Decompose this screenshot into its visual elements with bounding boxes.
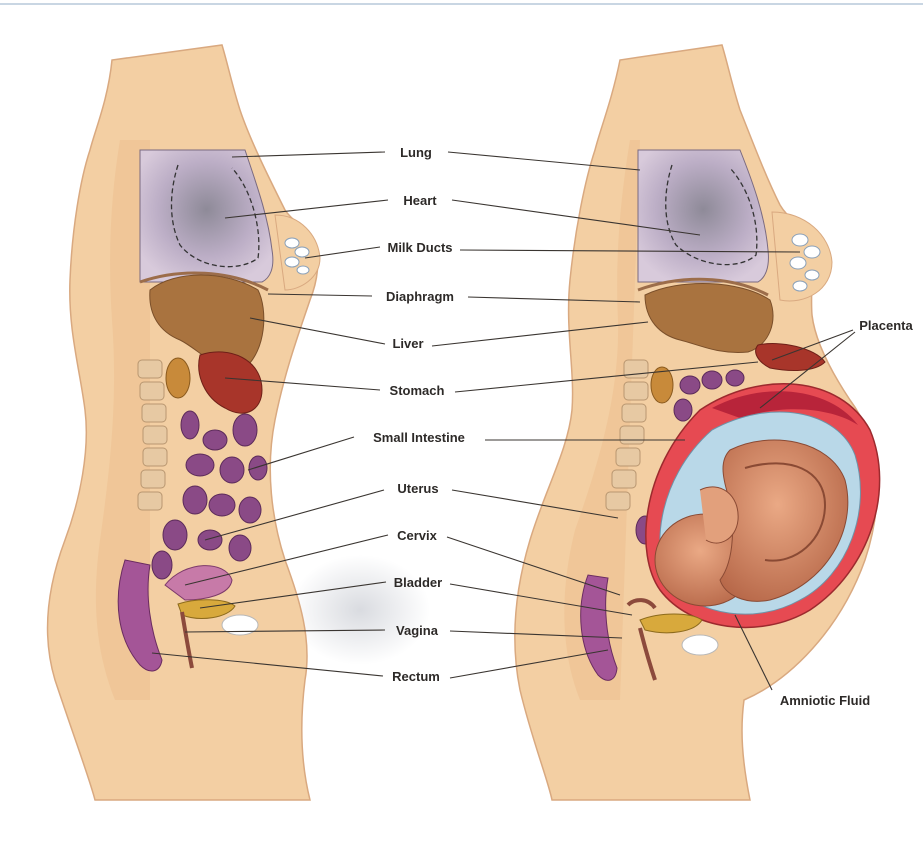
label-lung: Lung: [400, 145, 432, 160]
label-heart: Heart: [403, 193, 437, 208]
background-shadow: [290, 555, 430, 665]
label-diaphragm: Diaphragm: [386, 289, 454, 304]
label-amniotic-fluid: Amniotic Fluid: [780, 693, 870, 708]
label-stomach: Stomach: [390, 383, 445, 398]
label-bladder: Bladder: [394, 575, 442, 590]
label-cervix: Cervix: [397, 528, 438, 543]
label-milk-ducts: Milk Ducts: [387, 240, 452, 255]
pregnant-figure: [515, 45, 880, 800]
label-small-intestine: Small Intestine: [373, 430, 465, 445]
left-kidney: [166, 358, 190, 398]
label-uterus: Uterus: [397, 481, 438, 496]
label-liver: Liver: [392, 336, 423, 351]
label-placenta: Placenta: [859, 318, 913, 333]
right-pubic-bone: [682, 635, 718, 655]
non-pregnant-figure: [48, 45, 320, 800]
label-rectum: Rectum: [392, 669, 440, 684]
label-vagina: Vagina: [396, 623, 439, 638]
